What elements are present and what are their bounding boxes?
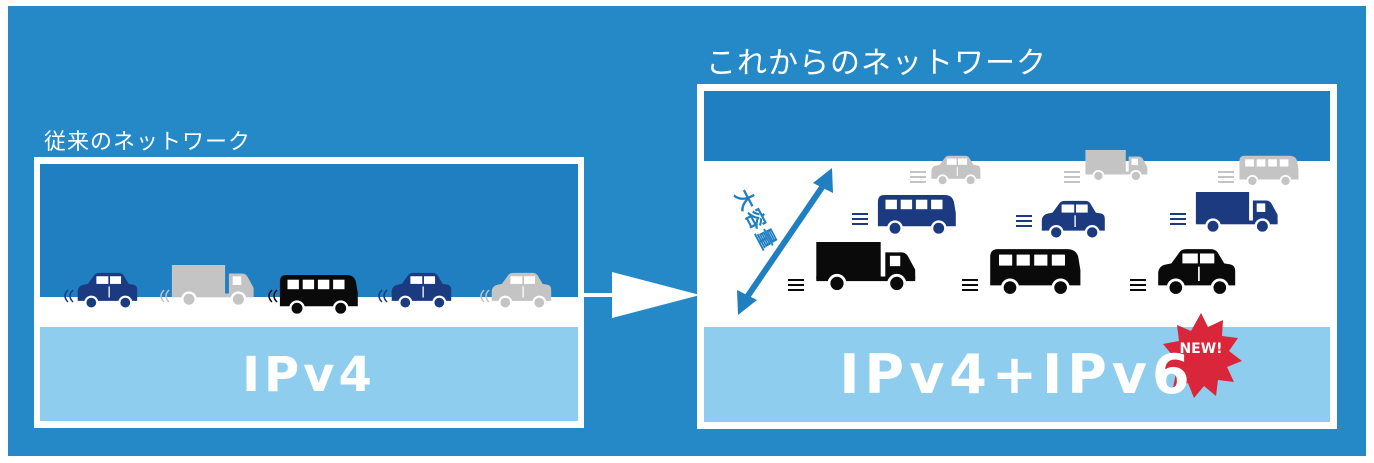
legacy-protocol-label: IPv4 — [242, 347, 376, 403]
future-network-title: これからのネットワーク — [706, 46, 1047, 81]
legacy-upper-band — [40, 164, 578, 297]
future-protocol-label: IPv4+IPv6 — [839, 343, 1195, 406]
new-badge-burst — [1161, 313, 1242, 398]
future-network-panel — [697, 84, 1337, 429]
arrow-right-icon — [584, 272, 700, 318]
legacy-network-panel — [34, 157, 584, 428]
legacy-protocol-band — [40, 327, 578, 421]
legacy-network-title: 従来のネットワーク — [44, 130, 252, 155]
future-upper-band — [704, 91, 1330, 161]
capacity-double-arrow — [737, 168, 833, 315]
new-badge-label: NEW! — [1179, 341, 1223, 357]
